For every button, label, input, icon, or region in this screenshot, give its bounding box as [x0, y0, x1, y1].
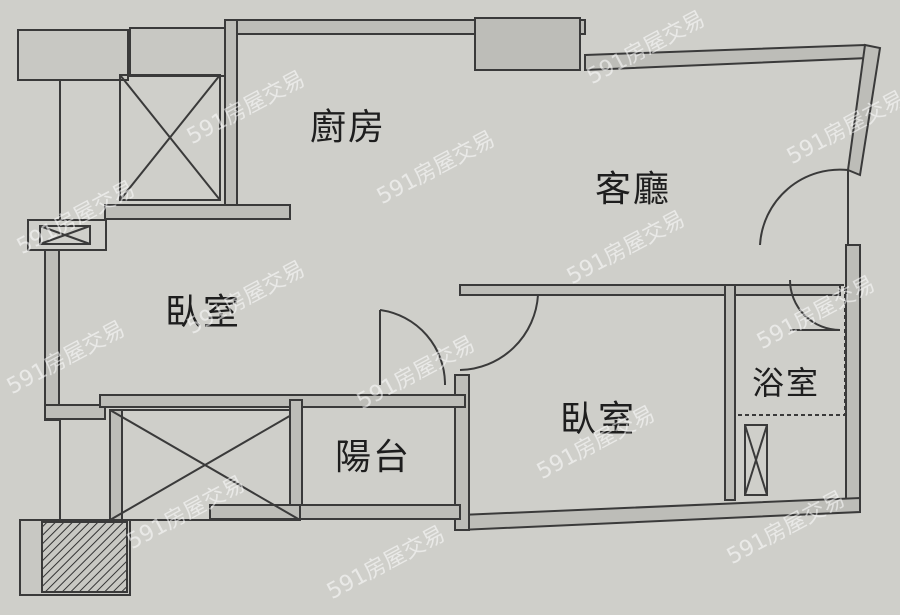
- top-left-structure: [17, 17, 581, 521]
- outer-walls: [44, 19, 882, 532]
- doors: [379, 168, 849, 386]
- bedroom-right-label: 臥室: [560, 399, 637, 440]
- bathroom-label: 浴室: [752, 364, 821, 402]
- living-room-label: 客廳: [595, 169, 672, 210]
- bedroom-left-label: 臥室: [165, 292, 242, 333]
- hatched-column: [19, 519, 131, 596]
- kitchen-label: 廚房: [310, 107, 387, 148]
- bathroom-fixture: [734, 284, 846, 496]
- balcony-label: 陽台: [335, 437, 412, 478]
